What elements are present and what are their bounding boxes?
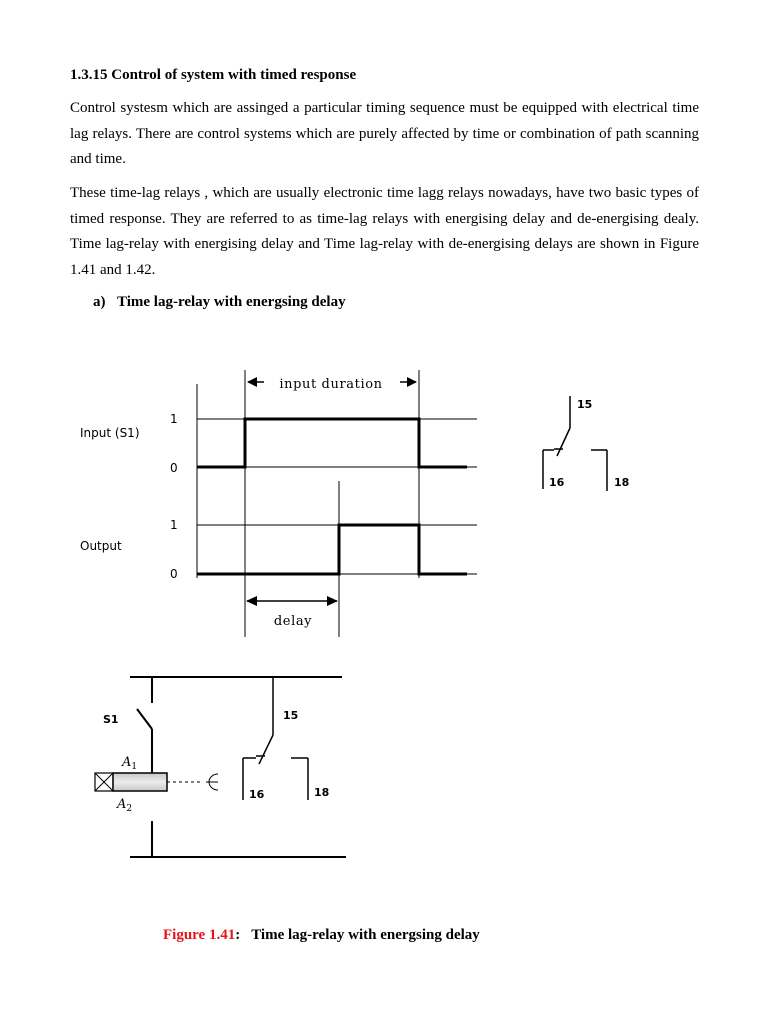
contact-common-terminal: 15 bbox=[577, 398, 592, 411]
subheading-text: Time lag-relay with energsing delay bbox=[116, 294, 346, 310]
coil-terminal-labels: A1 A2 bbox=[116, 755, 137, 814]
input-duration-label: input duration bbox=[279, 377, 382, 392]
circuit-labels: S1 15 16 18 bbox=[103, 709, 329, 801]
input-signal-name: Input (S1) bbox=[80, 426, 140, 440]
coil-terminal-a2: A2 bbox=[116, 797, 132, 814]
delay-label: delay bbox=[274, 614, 312, 629]
contact-blade bbox=[258, 734, 274, 765]
figure-caption: Figure 1.41: Time lag-relay with energsi… bbox=[163, 924, 480, 946]
relay-contact-symbol bbox=[542, 396, 608, 491]
circuit-contact-no: 18 bbox=[314, 786, 329, 799]
timing-labels: input duration Input (S1) 1 0 Output 1 0… bbox=[80, 377, 382, 629]
delay-arrow bbox=[246, 596, 338, 606]
contact-nc-terminal: 16 bbox=[549, 476, 565, 489]
output-high-label: 1 bbox=[170, 518, 178, 532]
switch-s1-blade bbox=[136, 708, 153, 730]
timing-diagram bbox=[196, 370, 477, 637]
paragraph-2: These time-lag relays , which are usuall… bbox=[70, 185, 699, 278]
switch-s1-label: S1 bbox=[103, 713, 119, 726]
subheading: a) Time lag-relay with energsing delay bbox=[93, 291, 346, 313]
circuit-contact-nc: 16 bbox=[249, 788, 265, 801]
figure-caption-label: Figure 1.41 bbox=[163, 927, 236, 943]
contact-no-terminal: 18 bbox=[614, 476, 629, 489]
paragraph-1: Control systesm which are assinged a par… bbox=[70, 100, 699, 167]
figure-caption-separator: : bbox=[235, 927, 241, 943]
relay-coil bbox=[94, 772, 168, 792]
relay-circuit bbox=[94, 676, 346, 858]
output-signal-trace bbox=[197, 523, 467, 576]
figure-caption-text: Time lag-relay with energsing delay bbox=[251, 927, 480, 943]
output-low-label: 0 bbox=[170, 567, 178, 581]
contact-symbol-labels: 15 16 18 bbox=[549, 398, 629, 489]
subheading-marker: a) bbox=[93, 294, 106, 310]
input-duration-arrow bbox=[247, 377, 417, 387]
coil-terminal-a1: A1 bbox=[121, 755, 137, 772]
output-signal-name: Output bbox=[80, 539, 122, 553]
input-high-label: 1 bbox=[170, 412, 178, 426]
input-low-label: 0 bbox=[170, 461, 178, 475]
section-title: 1.3.15 Control of system with timed resp… bbox=[70, 67, 357, 83]
circuit-contact-common: 15 bbox=[283, 709, 298, 722]
input-signal-trace bbox=[197, 417, 467, 469]
